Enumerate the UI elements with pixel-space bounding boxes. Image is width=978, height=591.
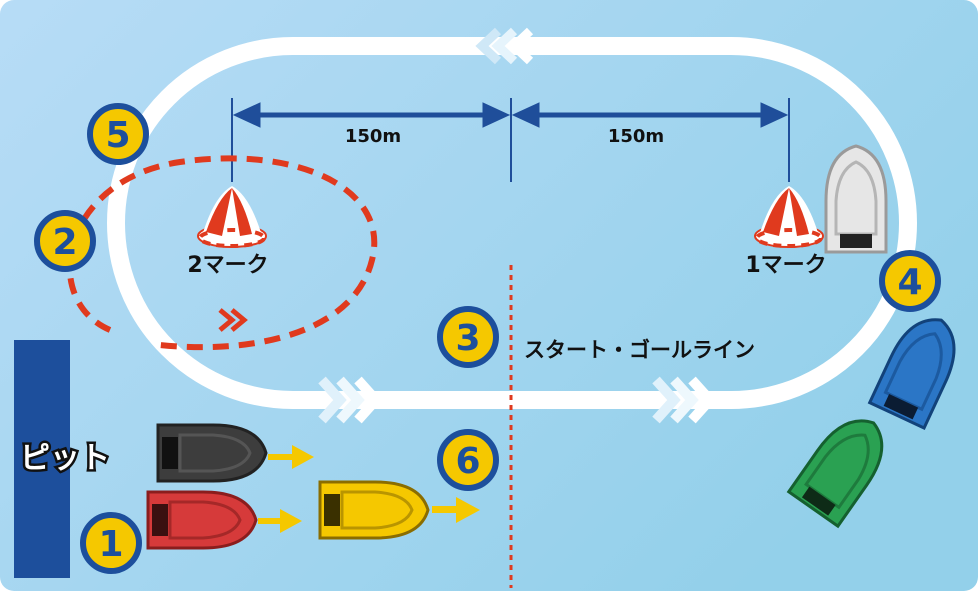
- direction-chevrons-top: [475, 27, 534, 65]
- badge-5: 5: [87, 103, 149, 165]
- badge-1: 1: [80, 512, 142, 574]
- turn-mark-2-label: 2マーク: [187, 253, 268, 278]
- badge-6: 6: [437, 429, 499, 491]
- turn-mark-1-label: 1マーク: [745, 253, 826, 278]
- svg-text:1: 1: [98, 524, 123, 565]
- svg-text:5: 5: [105, 115, 130, 156]
- boat-yellow: [318, 480, 430, 540]
- badge-2: 2: [34, 210, 96, 272]
- direction-chevrons-bottom-right: [652, 376, 717, 424]
- boat-yellow-arrow: [432, 497, 480, 523]
- boat-blue: [867, 318, 956, 430]
- boat-white: [824, 144, 888, 254]
- svg-text:6: 6: [455, 441, 480, 482]
- turn-mark-1-buoy: [754, 186, 824, 248]
- svg-text:2: 2: [52, 222, 77, 263]
- pit-label: ピット: [20, 441, 110, 476]
- boat-red: [146, 490, 258, 550]
- distance-measure: [231, 98, 790, 182]
- turning-path: [66, 155, 378, 351]
- distance-label-left: 150m: [345, 126, 401, 147]
- svg-text:3: 3: [455, 318, 480, 359]
- start-goal-line-label: スタート・ゴールライン: [524, 338, 755, 362]
- badge-3: 3: [437, 306, 499, 368]
- badge-4: 4: [879, 250, 941, 312]
- distance-label-right: 150m: [608, 126, 664, 147]
- boat-black: [156, 423, 268, 483]
- turn-mark-2-buoy: [197, 186, 267, 248]
- boat-red-arrow: [258, 509, 302, 533]
- direction-chevrons-bottom-left: [318, 376, 383, 424]
- turning-path-arrow: [218, 308, 248, 332]
- svg-text:4: 4: [897, 262, 922, 303]
- pit-area: [14, 340, 70, 578]
- boat-green: [786, 419, 884, 529]
- boat-black-arrow: [268, 445, 314, 469]
